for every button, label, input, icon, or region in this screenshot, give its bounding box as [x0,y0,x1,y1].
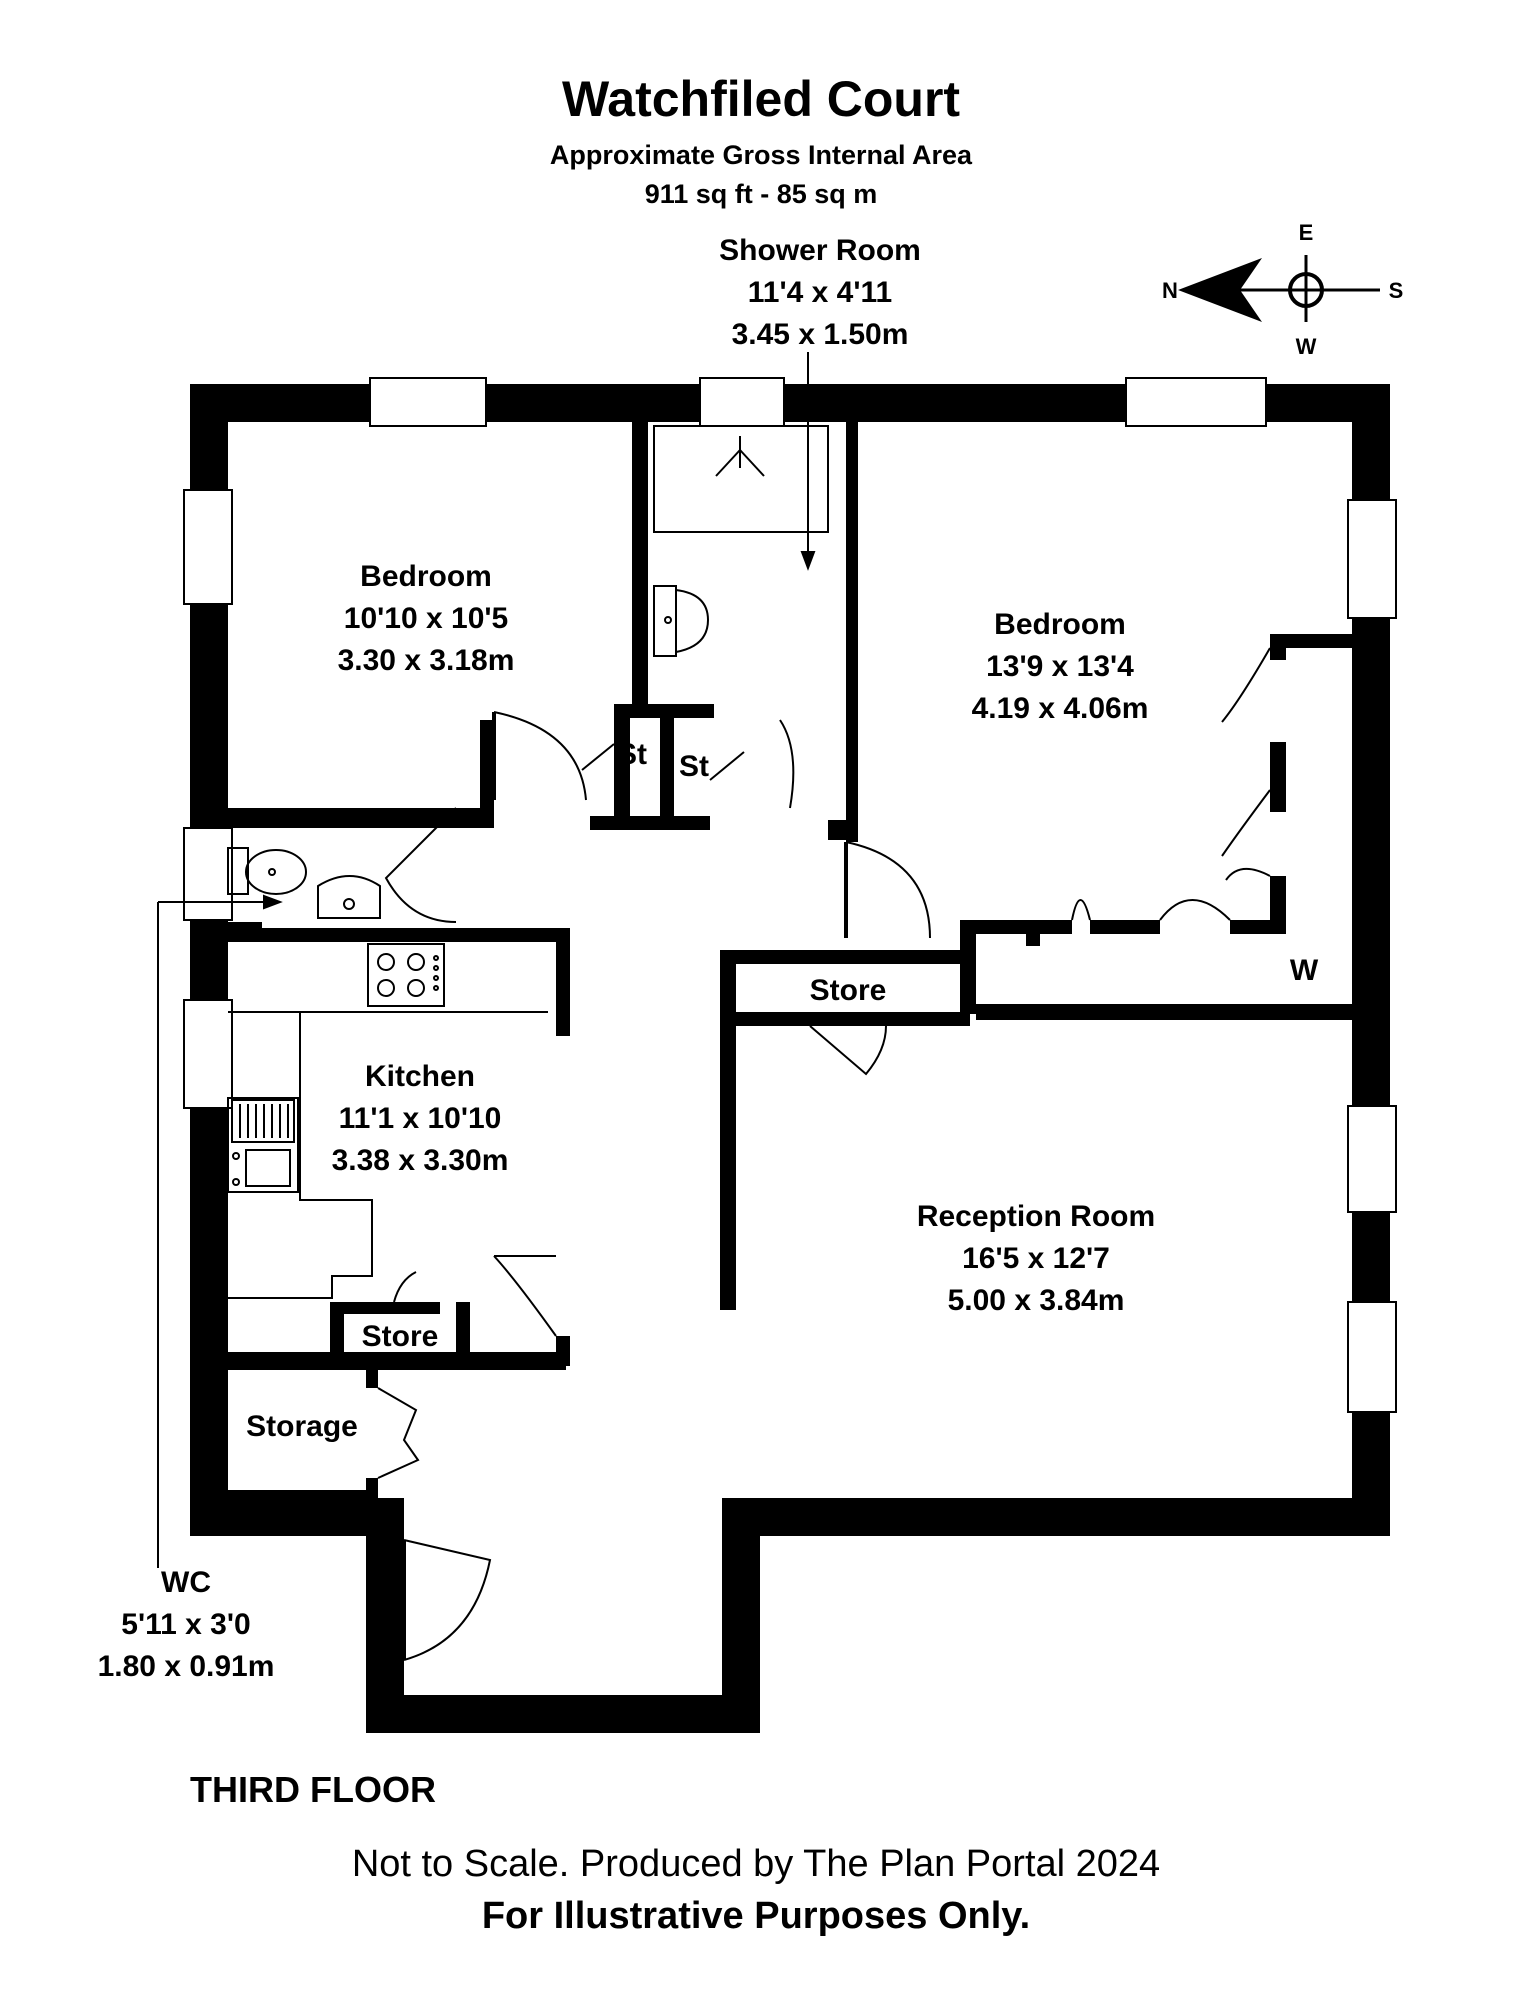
room-shower-room: Shower Room 11'4 x 4'11 3.45 x 1.50m [719,234,921,351]
basin-icon [653,585,710,657]
kitchen-counter-icon [228,1011,548,1299]
room-name: Shower Room [719,234,921,267]
room-imperial: 13'9 x 13'4 [986,650,1134,683]
area-value: 911 sq ft - 85 sq m [645,179,878,209]
interior-walls [190,422,1352,1500]
room-bedroom-2: Bedroom 13'9 x 13'4 4.19 x 4.06m [972,608,1149,725]
room-imperial: 11'1 x 10'10 [339,1102,502,1135]
room-imperial: 16'5 x 12'7 [962,1242,1110,1275]
toilet-icon [227,847,307,895]
room-metric: 3.45 x 1.50m [732,318,909,351]
disclaimer-text: Not to Scale. Produced by The Plan Porta… [352,1843,1160,1885]
room-imperial: 10'10 x 10'5 [344,602,508,635]
plan-title: Watchfiled Court [562,71,960,127]
shower-tray-icon [653,425,829,533]
hob-icon [367,943,445,1007]
room-metric: 3.30 x 3.18m [338,644,515,677]
room-name: WC [161,1566,211,1599]
illustrative-notice: For Illustrative Purposes Only. [482,1895,1030,1937]
doors [377,647,1271,1661]
wc-basin-icon [317,875,381,919]
label-store-kitchen: Store [362,1320,439,1353]
room-metric: 4.19 x 4.06m [972,692,1149,725]
label-st-1: St [617,738,647,771]
area-subtitle: Approximate Gross Internal Area [550,140,973,170]
room-name: Bedroom [360,560,492,593]
room-metric: 1.80 x 0.91m [98,1650,275,1683]
compass-w: W [1296,334,1317,359]
room-imperial: 11'4 x 4'11 [748,276,892,309]
compass-e: E [1299,220,1314,245]
label-storage: Storage [246,1410,358,1443]
room-reception: Reception Room 16'5 x 12'7 5.00 x 3.84m [917,1200,1155,1317]
room-name: Bedroom [994,608,1126,641]
windows [183,377,1397,1413]
kitchen-sink-icon [227,1097,299,1193]
room-metric: 5.00 x 3.84m [948,1284,1125,1317]
room-name: Kitchen [365,1060,475,1093]
room-wc: WC 5'11 x 3'0 1.80 x 0.91m [98,1566,275,1683]
label-store-bedroom: Store [810,974,887,1007]
room-metric: 3.38 x 3.30m [332,1144,509,1177]
room-name: Reception Room [917,1200,1155,1233]
compass-icon: N S E W [1162,220,1403,359]
compass-n: N [1162,278,1178,303]
floor-label: THIRD FLOOR [190,1769,436,1810]
shower-pointer-icon [800,352,816,571]
label-wardrobe: W [1290,954,1319,987]
compass-s: S [1389,278,1404,303]
label-st-2: St [679,750,709,783]
room-bedroom-1: Bedroom 10'10 x 10'5 3.30 x 3.18m [338,560,515,677]
room-imperial: 5'11 x 3'0 [121,1608,250,1641]
wc-pointer-icon [157,894,283,1568]
room-kitchen: Kitchen 11'1 x 10'10 3.38 x 3.30m [332,1060,509,1177]
